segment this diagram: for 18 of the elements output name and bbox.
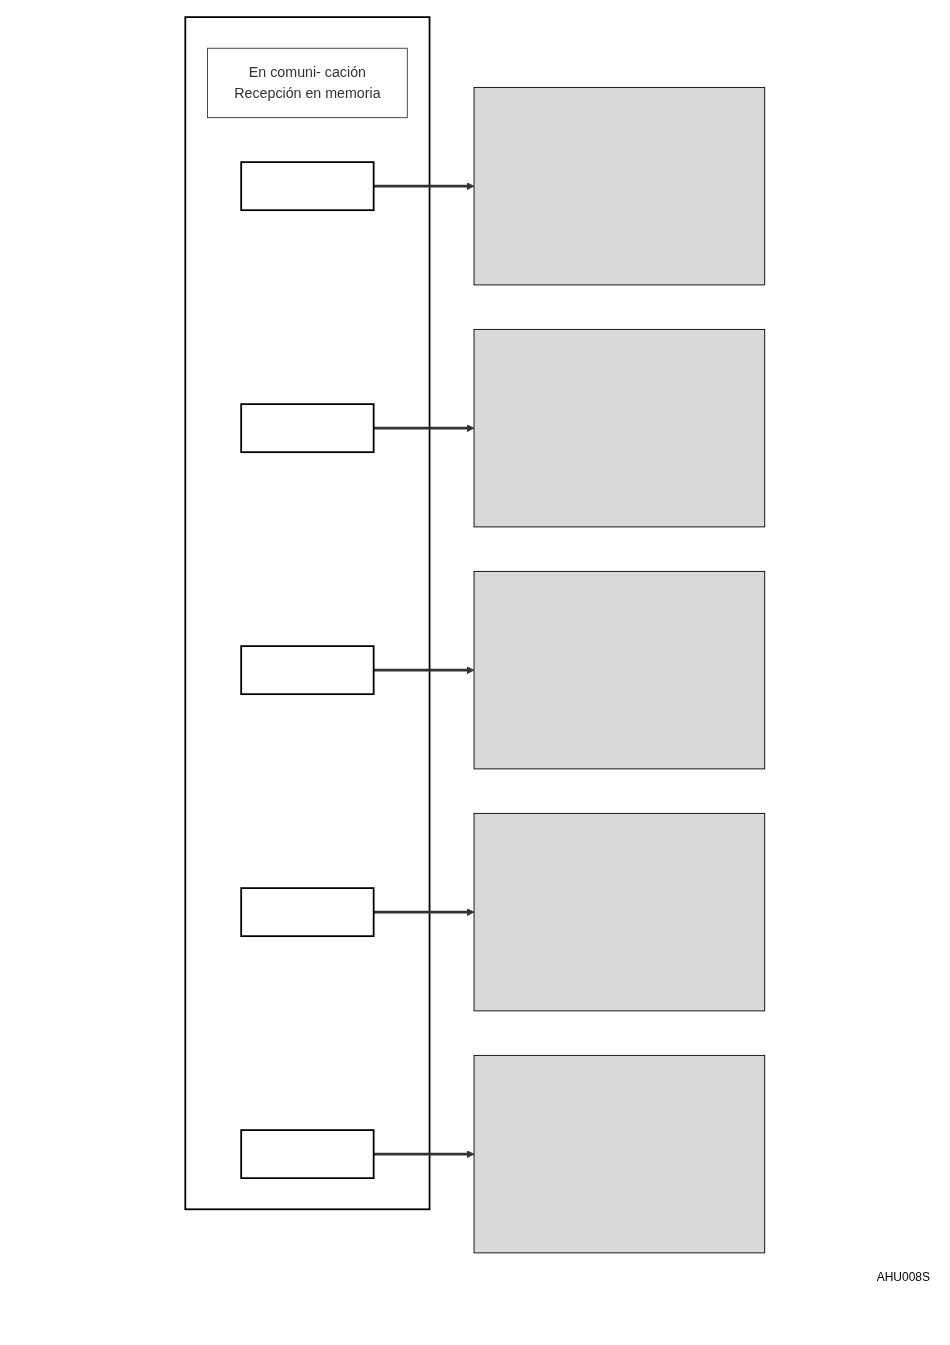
node-box [473, 812, 766, 1012]
node-box [473, 328, 766, 528]
node-box [473, 1054, 766, 1254]
cluster [184, 16, 431, 1211]
figure-code: AHU008S [875, 1270, 930, 1284]
node-box [240, 1129, 375, 1180]
arrow [373, 666, 475, 675]
arrow [373, 1150, 475, 1159]
node-box: En comuni- cación Recepción en memoria [207, 47, 408, 119]
arrow [373, 908, 475, 917]
node-box [473, 570, 766, 770]
arrow [373, 182, 475, 191]
node-box [240, 645, 375, 696]
node-box [240, 161, 375, 212]
node-box [473, 86, 766, 286]
node-box [240, 887, 375, 938]
arrow [373, 424, 475, 433]
node-box [240, 403, 375, 454]
